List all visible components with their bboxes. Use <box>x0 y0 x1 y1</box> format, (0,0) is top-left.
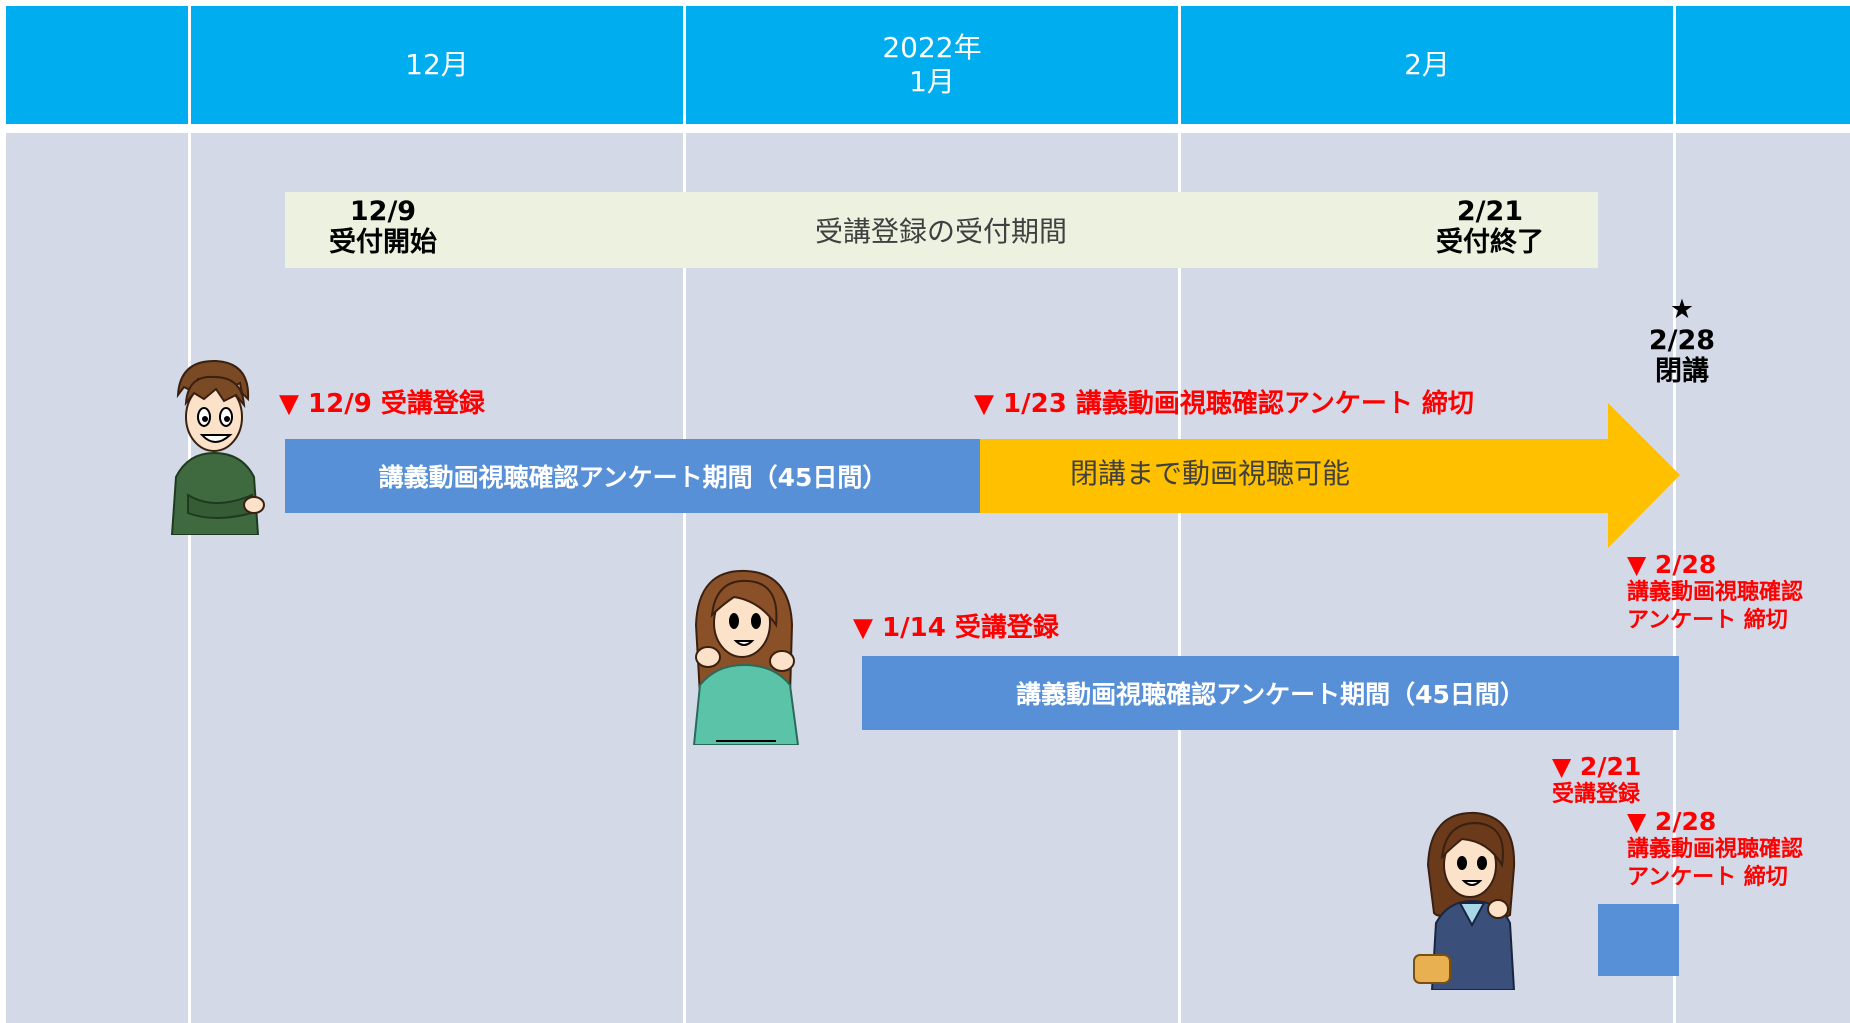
student1-survey-deadline-marker: ▼ 1/23 講義動画視聴確認アンケート 締切 <box>974 389 1474 419</box>
registration-end-date: 2/21 <box>1456 196 1524 227</box>
male-student-icon <box>170 359 265 535</box>
registration-period-band <box>285 192 1598 268</box>
timeline-column-february <box>1181 133 1673 1023</box>
female-student-icon <box>692 569 800 745</box>
header-cell-blank-right <box>1676 6 1850 124</box>
viewing-available-label: 閉講まで動画視聴可能 <box>1070 457 1351 490</box>
closing-date: 2/28 <box>1648 325 1716 356</box>
student3-registration-date: ▼ 2/21 <box>1552 752 1642 781</box>
star-icon: ★ <box>1669 294 1695 325</box>
student3-deadline-line2: アンケート 締切 <box>1627 865 1788 890</box>
student3-deadline-date: ▼ 2/28 <box>1627 807 1717 836</box>
month-label: 12月 <box>405 48 469 81</box>
registration-start: 12/9 受付開始 <box>318 196 448 258</box>
student1-survey-period-label: 講義動画視聴確認アンケート期間（45日間） <box>378 463 888 492</box>
female-student-with-bag-icon <box>1413 811 1516 990</box>
registration-start-date: 12/9 <box>349 196 417 227</box>
student1-survey-period-bar: 講義動画視聴確認アンケート期間（45日間） <box>285 439 981 513</box>
viewing-available-arrow <box>980 403 1680 548</box>
timeline-column-december <box>191 133 683 1023</box>
student3-survey-deadline: ▼ 2/28 講義動画視聴確認 アンケート 締切 <box>1627 808 1803 892</box>
student2-deadline-line2: アンケート 締切 <box>1627 608 1788 633</box>
student3-survey-period-bar <box>1598 904 1679 976</box>
student2-deadline-line1: 講義動画視聴確認 <box>1627 580 1804 605</box>
month-label: 1月 <box>909 65 955 98</box>
timeline-column-blank-left <box>6 133 188 1023</box>
registration-end-label: 受付終了 <box>1436 227 1544 258</box>
closing-label: 閉講 <box>1655 356 1709 387</box>
timeline-column-blank-right <box>1676 133 1850 1023</box>
registration-period-label: 受講登録の受付期間 <box>815 215 1068 248</box>
student2-survey-deadline: ▼ 2/28 講義動画視聴確認 アンケート 締切 <box>1627 551 1803 635</box>
registration-end: 2/21 受付終了 <box>1425 196 1555 258</box>
header-month-december: 12月 <box>191 6 683 124</box>
student2-survey-period-label: 講義動画視聴確認アンケート期間（45日間） <box>1016 680 1525 709</box>
student1-registration-marker: ▼ 12/9 受講登録 <box>279 389 485 419</box>
student2-registration-marker: ▼ 1/14 受講登録 <box>853 613 1059 643</box>
student3-registration: ▼ 2/21 受講登録 <box>1552 753 1641 809</box>
registration-start-label: 受付開始 <box>329 227 437 258</box>
year-label: 2022年 <box>882 31 982 64</box>
student2-survey-period-bar: 講義動画視聴確認アンケート期間（45日間） <box>862 656 1679 730</box>
header-month-february: 2月 <box>1181 6 1673 124</box>
header-cell-blank-left <box>6 6 188 124</box>
month-label: 2月 <box>1404 48 1450 81</box>
closing-marker: ★ 2/28 閉講 <box>1622 294 1742 387</box>
student2-deadline-date: ▼ 2/28 <box>1627 550 1717 579</box>
student3-deadline-line1: 講義動画視聴確認 <box>1627 837 1804 862</box>
header-month-january: 2022年 1月 <box>686 6 1178 124</box>
student3-registration-label: 受講登録 <box>1552 782 1641 807</box>
